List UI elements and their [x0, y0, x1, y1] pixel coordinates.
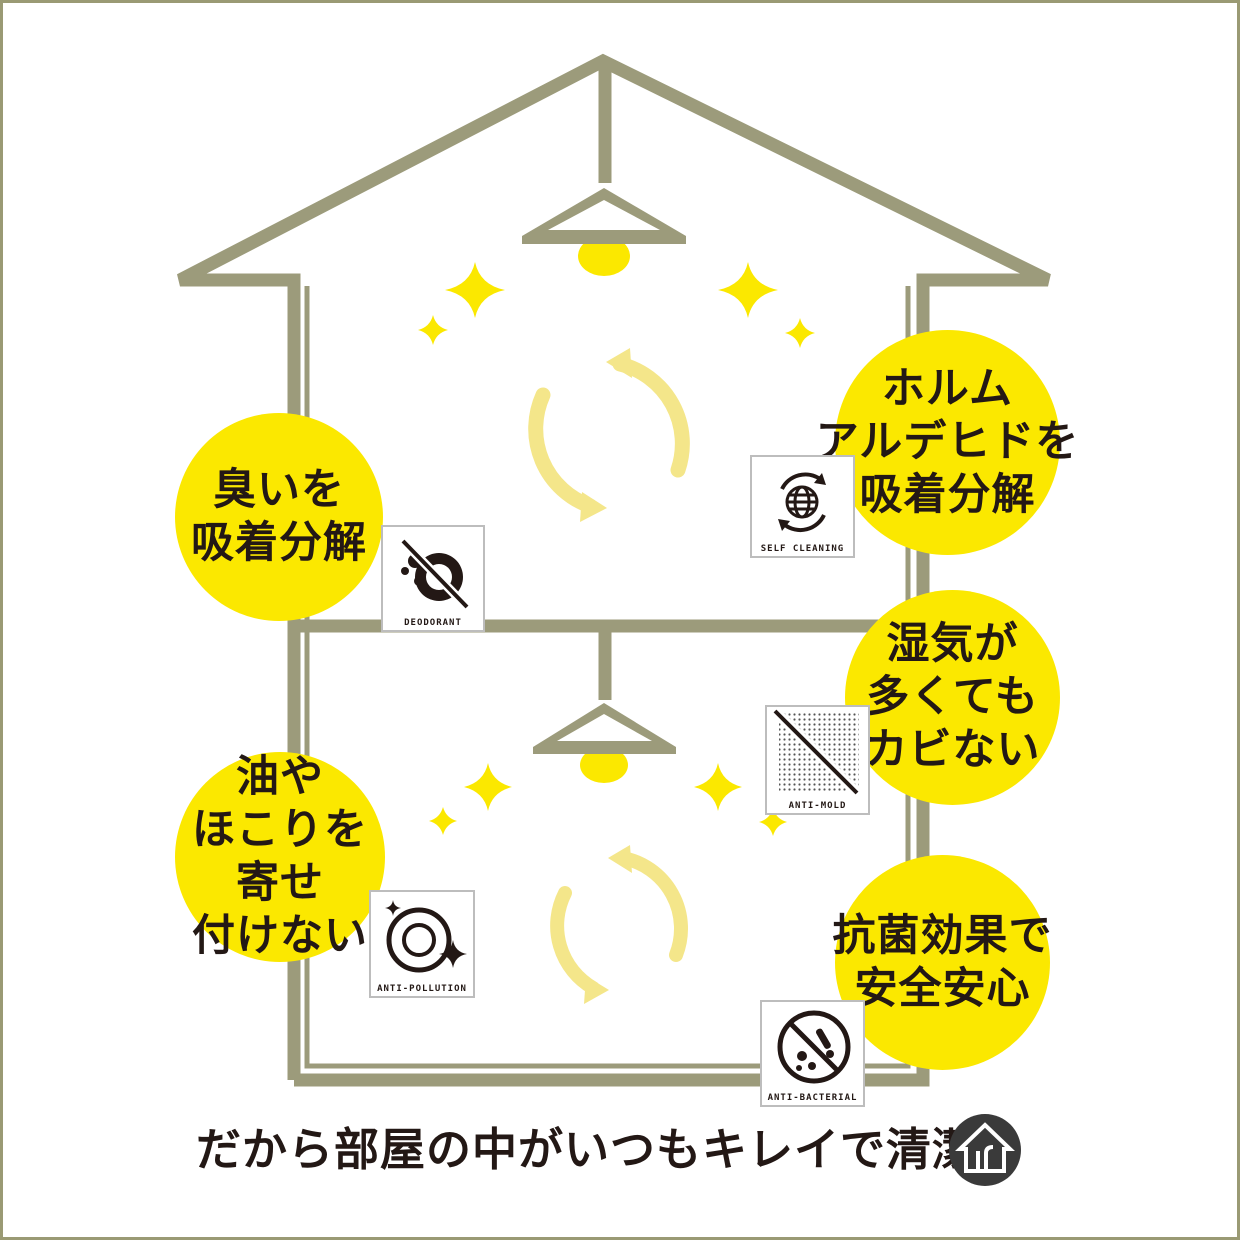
upper-arrow-heads — [580, 348, 632, 522]
badge-anti-pollution: ANTI-POLLUTION — [369, 890, 475, 998]
bubble-bacteria-line-1: 抗菌効果で — [832, 910, 1053, 961]
upper-lamp-bulb — [578, 236, 630, 276]
lower-lamp-bulb — [580, 747, 628, 783]
bubble-formaldehyde-line-3: 吸着分解 — [859, 470, 1036, 520]
badge-anti-mold-label: ANTI-MOLD — [788, 801, 847, 811]
badge-self-cleaning-label: SELF CLEANING — [760, 544, 845, 554]
bubble-odor-line-2: 吸着分解 — [191, 518, 367, 568]
upper-circulation-arrows — [528, 356, 690, 514]
bubble-bacteria-line-2: 安全安心 — [854, 963, 1031, 1014]
self-cleaning-globe-icon — [778, 472, 826, 533]
anti-mold-icon — [771, 707, 861, 797]
bubble-pollution: 油や ほこりを 寄せ 付けない — [175, 752, 385, 962]
lower-circulation-arrows — [550, 851, 688, 995]
bubble-odor: 臭いを 吸着分解 — [175, 413, 383, 621]
upper-lamp-shade-inner — [548, 200, 660, 230]
badge-anti-bacterial: ANTI-BACTERIAL — [760, 1000, 865, 1107]
no-germs-icon — [777, 1010, 851, 1084]
sparkle-upper-left-small — [418, 315, 448, 345]
deodorant-icon — [399, 537, 471, 611]
caption: だから部屋の中がいつもキレイで清潔 — [196, 1123, 979, 1176]
lower-lamp — [533, 703, 676, 783]
sparkle-lower-left-small — [429, 807, 457, 835]
bubble-pollution-line-4: 付けない — [192, 911, 368, 961]
bubble-formaldehyde-line-1: ホルム — [881, 364, 1014, 414]
bubble-pollution-line-1: 油や — [236, 752, 324, 802]
badge-anti-mold: ANTI-MOLD — [765, 705, 870, 815]
lower-arrow-head-bottom — [584, 976, 609, 1004]
sparkle-upper-left-large — [445, 262, 505, 318]
sparkle-lower-right-large — [694, 763, 742, 811]
bubble-odor-line-1: 臭いを — [213, 465, 345, 515]
sparkles — [418, 262, 815, 836]
lower-arrow-left — [550, 886, 600, 995]
bubble-bacteria: 抗菌効果で 安全安心 — [832, 855, 1053, 1070]
bubble-formaldehyde-line-2: アルデヒドを — [815, 417, 1080, 467]
upper-arrow-right — [612, 356, 690, 478]
bubble-mold-line-1: 湿気が — [886, 619, 1019, 669]
bubble-mold: 湿気が 多くても カビない — [845, 590, 1060, 805]
badge-self-cleaning: SELF CLEANING — [750, 455, 855, 558]
lower-arrow-right — [616, 851, 688, 962]
lower-lamp-shade-inner — [557, 714, 652, 741]
sparkle-lower-left-large — [464, 763, 512, 811]
sparkle-lower-right-small — [759, 808, 787, 836]
house-logo-icon — [949, 1114, 1021, 1186]
badge-anti-pollution-label: ANTI-POLLUTION — [377, 984, 467, 994]
lower-arrow-head-top — [608, 845, 632, 873]
badge-deodorant-label: DEODORANT — [404, 618, 462, 628]
badge-deodorant: DEODORANT — [381, 525, 485, 632]
upper-lamp — [522, 188, 686, 276]
lower-arrow-heads — [584, 845, 632, 1004]
bubble-mold-line-3: カビない — [864, 725, 1041, 775]
bubble-formaldehyde: ホルム アルデヒドを 吸着分解 — [816, 330, 1078, 555]
bubble-mold-line-2: 多くても — [866, 672, 1039, 722]
upper-arrow-head-top — [606, 348, 632, 378]
bubble-pollution-line-2: ほこりを — [192, 805, 368, 855]
sparkle-upper-right-large — [718, 262, 778, 318]
upper-arrow-head-bottom — [580, 492, 607, 522]
sparkling-plate-icon — [385, 900, 467, 973]
sparkle-upper-right-small — [785, 318, 815, 348]
badge-anti-bacterial-label: ANTI-BACTERIAL — [767, 1093, 858, 1103]
bubble-pollution-line-3: 寄せ — [236, 858, 324, 908]
upper-arrow-left — [528, 387, 598, 514]
